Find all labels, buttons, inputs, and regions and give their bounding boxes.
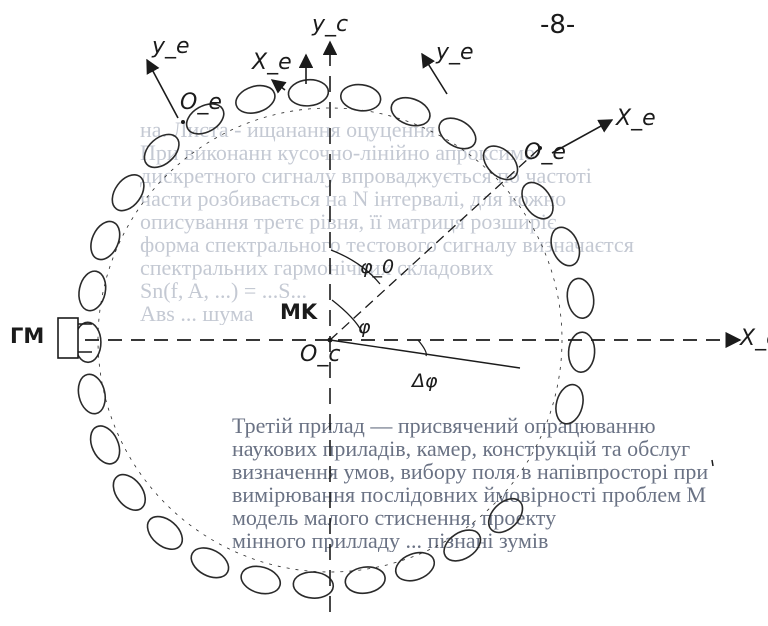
background-text-line: мінного прилладу ... пізнані зумів bbox=[232, 528, 549, 552]
y-e-left-label: y_e bbox=[152, 34, 190, 59]
ellipse-lobe bbox=[287, 78, 330, 107]
radius-delta-phi bbox=[329, 339, 521, 369]
background-text-upper: на. Листа - ищанання оцуцення При викона… bbox=[140, 118, 768, 325]
y-e-right-label: y_e bbox=[436, 40, 474, 65]
background-text-line: При виконанн кусочно-лінійно апроксимо bbox=[140, 140, 536, 165]
background-text-line: вимірювання послідовних ймовірності проб… bbox=[232, 482, 707, 507]
y-c-label: y_c bbox=[312, 12, 349, 37]
o-e-right-label: O_e bbox=[524, 140, 566, 165]
gm-label: ГМ bbox=[10, 324, 45, 348]
phi-arc bbox=[331, 299, 363, 333]
background-text-line: визначення умов, вибору поля в напівпрос… bbox=[232, 459, 709, 484]
guide-circle bbox=[97, 107, 563, 573]
radius-to-oe bbox=[329, 147, 541, 341]
background-text-lower: Третій прилад — присвячений опрацюванню … bbox=[232, 414, 762, 552]
y-e-left-arrow bbox=[146, 58, 179, 119]
delta-phi-arc bbox=[417, 339, 427, 357]
o-e-left-label: O_e bbox=[180, 90, 222, 115]
ellipse-lobe bbox=[143, 133, 180, 169]
page-number: -8- bbox=[540, 10, 576, 40]
oe-left-point bbox=[181, 120, 185, 124]
ellipse-lobe bbox=[185, 103, 225, 135]
x-e-top-arrow bbox=[270, 79, 287, 94]
ellipse-lobe bbox=[550, 226, 581, 267]
background-text-line: наукових приладів, камер, конструкцій та… bbox=[232, 436, 691, 461]
ellipse-lobe bbox=[90, 220, 121, 261]
ellipse-lobe bbox=[344, 566, 386, 595]
background-text-line: Aвs ... шума bbox=[140, 301, 254, 325]
ellipse-lobe bbox=[487, 497, 524, 534]
background-text-line: Третій прилад — присвячений опрацюванню bbox=[232, 414, 656, 438]
ellipse-lobe bbox=[190, 547, 230, 579]
tick-mark bbox=[711, 459, 714, 467]
ellipse-lobe bbox=[112, 473, 147, 511]
ellipse-lobe bbox=[567, 331, 596, 373]
ellipse-lobe bbox=[443, 529, 482, 562]
ellipse-lobe bbox=[482, 145, 519, 181]
ellipse-lobe bbox=[521, 181, 554, 220]
gm-mount bbox=[57, 317, 79, 359]
phi-0-label: φ_0 bbox=[360, 256, 395, 278]
ellipse-lobe bbox=[555, 383, 584, 425]
x-e-right-arrow bbox=[551, 119, 614, 154]
x-c-label: X_c bbox=[740, 326, 768, 351]
x-e-top-label: X_e bbox=[252, 50, 292, 75]
background-text-line: описування третє рівня, її матриця розши… bbox=[140, 209, 557, 234]
background-text-line: дискретного сигналу впроваджується по ча… bbox=[140, 163, 592, 188]
background-text-line: форма спектрального тестового сигналу ви… bbox=[140, 232, 634, 257]
ellipse-lobe bbox=[390, 96, 431, 127]
phi-0-arc bbox=[330, 249, 381, 285]
ellipse-lobe bbox=[292, 571, 335, 599]
ellipse-lobe bbox=[240, 565, 282, 595]
background-text-line: спектральних гармонічних складових bbox=[140, 255, 494, 280]
y-e-right-arrow bbox=[421, 52, 448, 95]
background-text-line: Sn(f, A, ...) = ...S... bbox=[140, 278, 308, 303]
ellipse-lobe bbox=[438, 117, 477, 150]
ellipse-lobe bbox=[394, 551, 436, 582]
ellipse-chain bbox=[74, 78, 596, 599]
ellipse-lobe bbox=[146, 515, 184, 551]
ellipse-lobe bbox=[111, 174, 145, 212]
ellipse-lobe bbox=[89, 425, 121, 465]
oe-right-point bbox=[538, 146, 542, 150]
mk-label: MK bbox=[280, 300, 318, 324]
background-text-line: на. Листа - ищанання оцуцення bbox=[140, 118, 436, 142]
oc-point bbox=[327, 337, 333, 343]
background-text-line: модель малого стиснення, проекту bbox=[232, 505, 557, 530]
ellipse-lobe bbox=[78, 270, 107, 312]
ellipse-lobe bbox=[235, 84, 276, 114]
background-text-line: части розбивається на N інтервалі, для к… bbox=[140, 186, 567, 211]
delta-phi-label: Δφ bbox=[412, 370, 438, 392]
o-c-label: O_c bbox=[300, 342, 341, 367]
x-e-right-label: X_e bbox=[616, 106, 656, 131]
ellipse-lobe bbox=[77, 373, 107, 415]
ellipse-lobe bbox=[566, 277, 595, 319]
phi-label: φ bbox=[358, 316, 371, 338]
ellipse-lobe bbox=[339, 83, 382, 112]
